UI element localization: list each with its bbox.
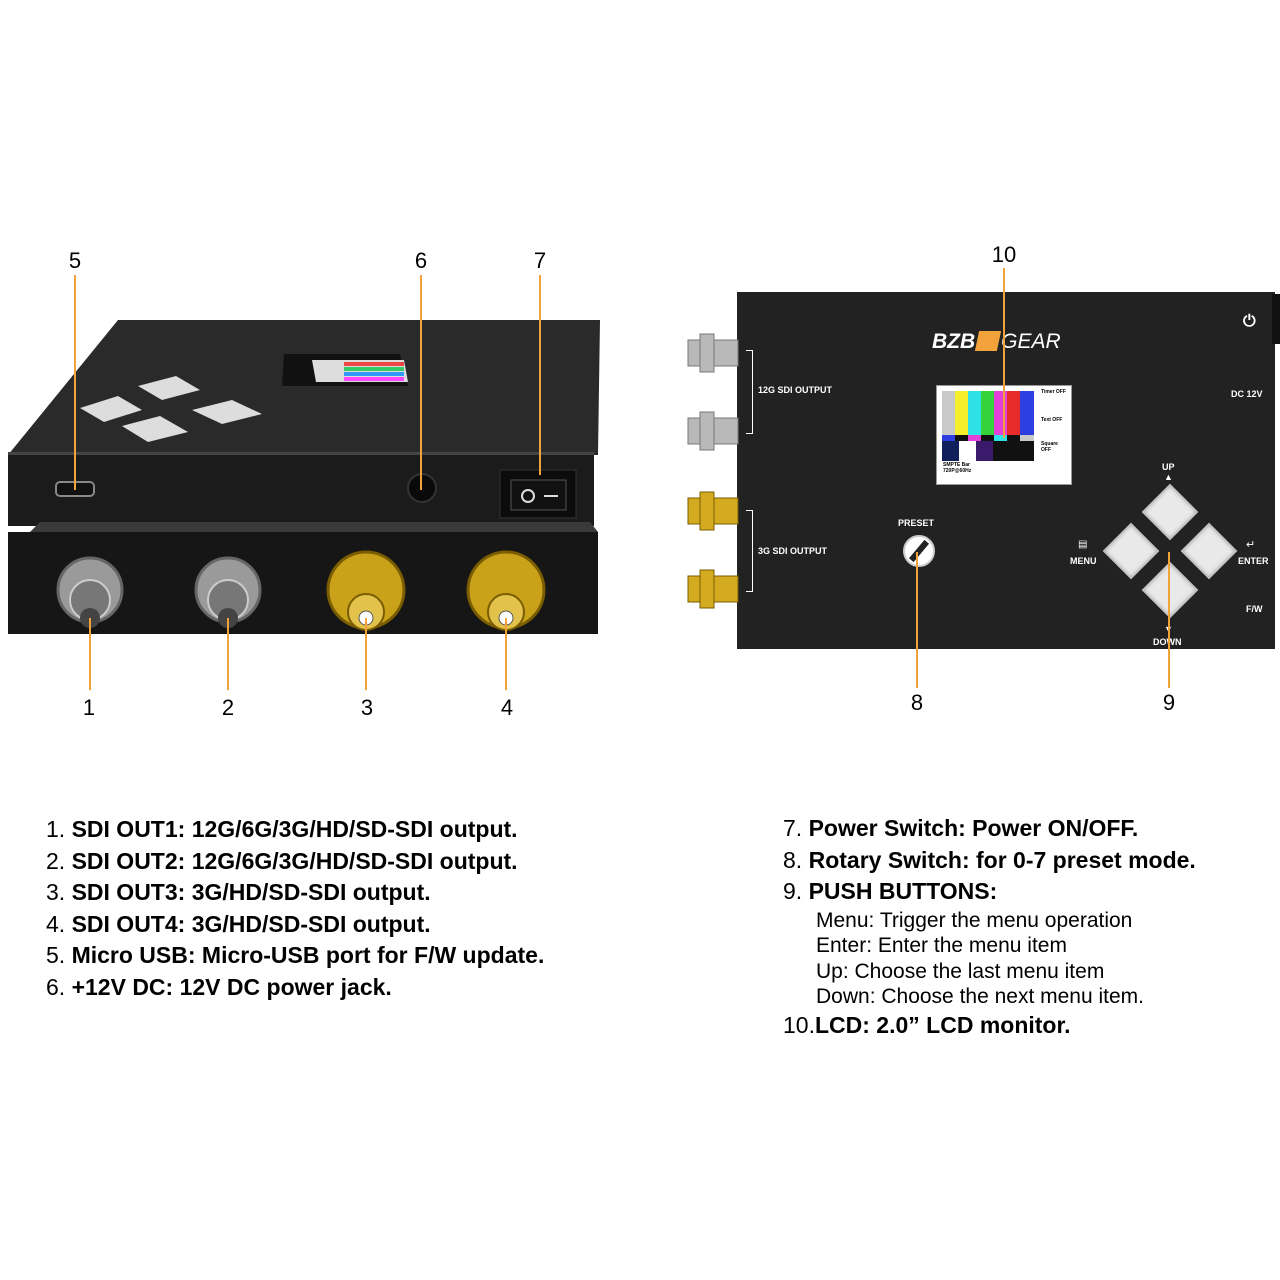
leader-9 [1168,552,1170,688]
legend-num: 8. [783,846,803,873]
callout-7: 7 [533,248,547,273]
label-up: UP [1162,462,1175,472]
panel-bnc-connectors [687,333,739,609]
legend-right: 7. Power Switch: Power ON/OFF. 8. Rotary… [783,813,1196,1041]
power-icon: ⏻ [1243,313,1256,330]
legend-num: 1. [46,816,66,842]
leader-10 [1003,268,1005,438]
lcd-side-square: Square OFF [1041,441,1058,453]
leader-7 [539,275,541,475]
legend-num: 4. [46,910,66,937]
callout-10: 10 [991,242,1017,267]
callout-9: 9 [1162,690,1176,715]
legend-text: +12V DC: 12V DC power jack. [71,973,392,1000]
legend-text: PUSH BUTTONS: [808,878,998,904]
legend-num: 7. [783,815,803,841]
legend-text: SDI OUT4: 3G/HD/SD-SDI output. [71,910,431,937]
lcd-caption: SMPTE Bar 720P@60Hz [943,462,972,474]
legend-num: 5. [46,942,66,968]
legend-num: 6. [46,973,66,1000]
enter-icon: ↵ [1246,539,1256,551]
legend-item: 6. +12V DC: 12V DC power jack. [46,972,544,1004]
legend-num: 10. [783,1011,815,1038]
legend-text: LCD: 2.0” LCD monitor. [814,1011,1071,1038]
lcd-side-text: Text OFF [1041,417,1063,423]
label-dc-12v: DC 12V [1231,389,1263,399]
label-enter: ENTER [1238,556,1269,566]
legend-text: Micro USB: Micro-USB port for F/W update… [71,942,545,968]
label-3g-sdi-output: 3G SDI OUTPUT [758,546,828,556]
legend-text: SDI OUT1: 12G/6G/3G/HD/SD-SDI output. [71,816,518,842]
device-side-edge [1272,294,1280,344]
legend-item: 5. Micro USB: Micro-USB port for F/W upd… [46,940,544,972]
rotary-switch-pointer [908,539,930,563]
legend-item: 4. SDI OUT4: 3G/HD/SD-SDI output. [46,909,544,941]
legend-text: Rotary Switch: for 0-7 preset mode. [808,846,1196,873]
legend-item: 1. SDI OUT1: 12G/6G/3G/HD/SD-SDI output. [46,814,544,846]
callout-2: 2 [221,695,235,720]
callout-1: 1 [82,695,96,720]
legend-text: SDI OUT3: 3G/HD/SD-SDI output. [71,879,431,905]
legend-subitem: Menu: Trigger the menu operation [816,908,1133,932]
up-arrow-icon: ▲ [1164,472,1173,482]
legend-subitem: Enter: Enter the menu item [816,934,1067,957]
lcd-side-timer: Timer OFF [1041,389,1066,395]
legend-text: Power Switch: Power ON/OFF. [808,815,1139,841]
leader-2 [227,618,229,690]
label-preset: PRESET [898,518,935,528]
brand-logo: BZB GEAR [932,330,1061,356]
legend-num: 2. [46,847,66,874]
legend-num: 9. [783,878,803,904]
rotary-switch[interactable] [903,535,935,567]
leader-3 [365,618,367,690]
legend-text: SDI OUT2: 12G/6G/3G/HD/SD-SDI output. [71,847,518,874]
brand-logo-right: GEAR [1001,330,1061,353]
label-12g-sdi-output: 12G SDI OUTPUT [758,385,833,395]
leader-4 [505,618,507,690]
legend-subitem: Up: Choose the last menu item [816,959,1105,983]
label-menu: MENU [1070,556,1097,566]
callout-8: 8 [910,690,924,715]
legend-subitem: Down: Choose the next menu item. [816,985,1145,1008]
legend-num: 3. [46,879,66,905]
bracket-3g [746,510,753,592]
leader-8 [916,552,918,688]
legend-item: 8. Rotary Switch: for 0-7 preset mode. [783,845,1196,877]
leader-1 [89,618,91,690]
brand-logo-left: BZB [932,330,976,353]
legend-item: 3. SDI OUT3: 3G/HD/SD-SDI output. [46,877,544,909]
lcd-test-pattern [942,391,1034,461]
brand-logo-mark [975,331,1002,351]
leader-5 [74,275,76,490]
bracket-12g [746,350,753,434]
callout-6: 6 [414,248,428,273]
legend-item: 2. SDI OUT2: 12G/6G/3G/HD/SD-SDI output. [46,846,544,878]
callout-4: 4 [500,695,514,720]
legend-item: 9. PUSH BUTTONS: [783,876,1196,908]
legend-item: 10.LCD: 2.0” LCD monitor. [783,1010,1196,1042]
device-angled-illustration [8,320,600,634]
callout-5: 5 [68,248,82,273]
legend-item: 7. Power Switch: Power ON/OFF. [783,813,1196,845]
callout-3: 3 [360,695,374,720]
legend-left: 1. SDI OUT1: 12G/6G/3G/HD/SD-SDI output.… [46,814,544,1003]
label-fw: F/W [1246,604,1263,614]
label-down: DOWN [1153,637,1182,647]
leader-6 [420,275,422,490]
menu-icon: ▤ [1078,539,1088,550]
